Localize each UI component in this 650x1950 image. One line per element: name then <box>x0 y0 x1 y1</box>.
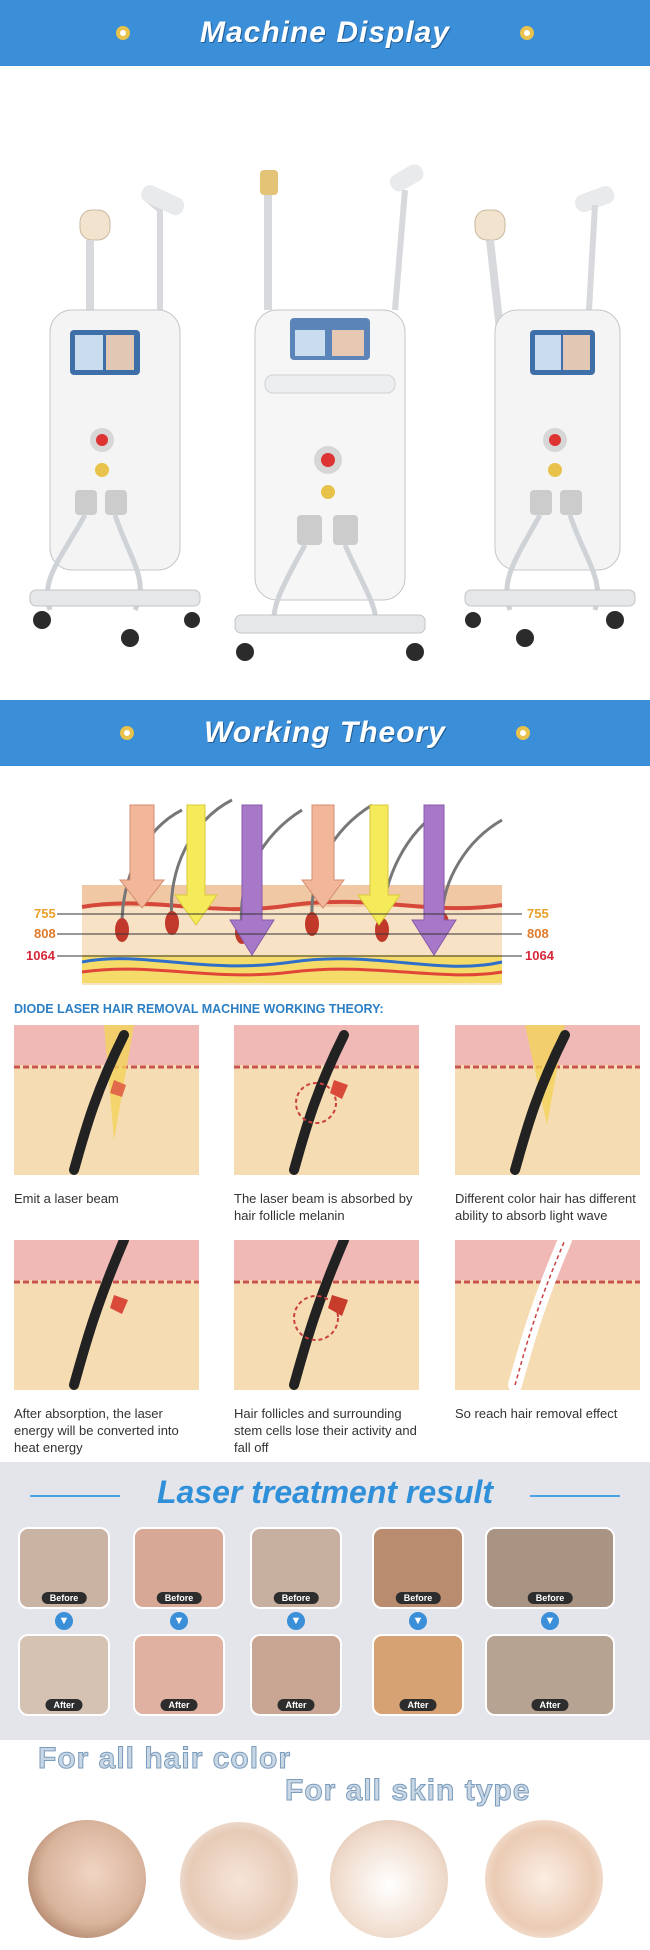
theory-step: So reach hair removal effect <box>455 1233 640 1422</box>
wavelength-1064-right: 1064 <box>525 948 555 963</box>
after-photo-lip: After <box>133 1634 225 1716</box>
bullet-icon <box>520 26 535 40</box>
before-label: Before <box>273 1592 319 1604</box>
laser-penetration-diagram: 755 808 1064 755 808 1064 <box>26 798 555 985</box>
before-label: Before <box>395 1592 441 1604</box>
chevron-down-icon: ▼ <box>541 1612 559 1630</box>
chevron-down-icon: ▼ <box>170 1612 188 1630</box>
before-label: Before <box>41 1592 87 1604</box>
after-photo-legs: After <box>250 1634 342 1716</box>
slogan-hair-color: For all hair color <box>37 1742 292 1776</box>
chevron-down-icon: ▼ <box>287 1612 305 1630</box>
theory-step: After absorption, the laser energy will … <box>14 1235 199 1456</box>
theory-step: Emit a laser beam <box>14 1025 199 1207</box>
results-title: Laser treatment result <box>156 1474 494 1510</box>
step-caption: Emit a laser beam <box>14 1191 119 1206</box>
wavelength-755-right: 755 <box>527 906 549 921</box>
after-photo-underarm: After <box>18 1634 110 1716</box>
machine-photos <box>0 150 650 670</box>
after-photo-beard: After <box>485 1634 615 1716</box>
step-illustration <box>14 1025 199 1175</box>
before-photo-beard: Before <box>485 1527 615 1609</box>
machine-right-image <box>464 186 636 647</box>
before-label: Before <box>527 1592 573 1604</box>
section-title: Machine Display <box>199 16 451 49</box>
step-caption: After absorption, the laser energy will … <box>14 1406 179 1455</box>
bullet-icon <box>120 726 135 740</box>
after-label: After <box>160 1699 198 1711</box>
step-illustration <box>234 1025 419 1175</box>
photo-underarm <box>180 1822 298 1940</box>
before-photo-legs: Before <box>250 1527 342 1609</box>
wavelength-808-left: 808 <box>34 926 56 941</box>
photo-legs <box>485 1820 603 1938</box>
step-caption: So reach hair removal effect <box>455 1406 618 1421</box>
wavelength-1064-left: 1064 <box>26 948 56 963</box>
step-illustration <box>14 1235 199 1390</box>
after-label: After <box>277 1699 315 1711</box>
step-illustration <box>455 1233 640 1392</box>
step-illustration <box>455 1025 640 1175</box>
title-divider <box>30 1495 120 1497</box>
before-photo-back: Before <box>372 1527 464 1609</box>
after-photo-back: After <box>372 1634 464 1716</box>
before-photo-underarm: Before <box>18 1527 110 1609</box>
after-label: After <box>399 1699 437 1711</box>
step-caption: Different color hair has different abili… <box>455 1191 636 1223</box>
slogan-skin-type: For all skin type <box>284 1774 531 1808</box>
machine-display-banner: Machine Display <box>0 0 650 66</box>
bullet-icon <box>515 726 530 740</box>
bullet-icon <box>115 26 130 40</box>
wavelength-808-right: 808 <box>527 926 549 941</box>
after-label: After <box>531 1699 569 1711</box>
machine-center-image <box>234 164 426 661</box>
step-caption: The laser beam is absorbed by hair folli… <box>234 1191 413 1223</box>
title-divider <box>530 1495 620 1497</box>
machine-left-image <box>29 185 201 647</box>
theory-step: Hair follicles and surrounding stem cell… <box>234 1235 419 1456</box>
step-illustration <box>234 1235 419 1390</box>
wavelength-755-left: 755 <box>34 906 56 921</box>
before-label: Before <box>156 1592 202 1604</box>
photo-bikini <box>330 1820 448 1938</box>
diode-theory-title: DIODE LASER HAIR REMOVAL MACHINE WORKING… <box>14 1002 384 1016</box>
section-title: Working Theory <box>204 716 446 749</box>
theory-step: The laser beam is absorbed by hair folli… <box>234 1025 419 1224</box>
treatment-results-section: Laser treatment result Before Before Bef… <box>0 1462 650 1740</box>
chevron-down-icon: ▼ <box>409 1612 427 1630</box>
before-photo-lip: Before <box>133 1527 225 1609</box>
working-theory-banner: Working Theory <box>0 700 650 766</box>
step-caption: Hair follicles and surrounding stem cell… <box>234 1406 417 1455</box>
chevron-down-icon: ▼ <box>55 1612 73 1630</box>
after-label: After <box>45 1699 83 1711</box>
photo-face <box>28 1820 146 1938</box>
theory-step: Different color hair has different abili… <box>455 1025 640 1224</box>
